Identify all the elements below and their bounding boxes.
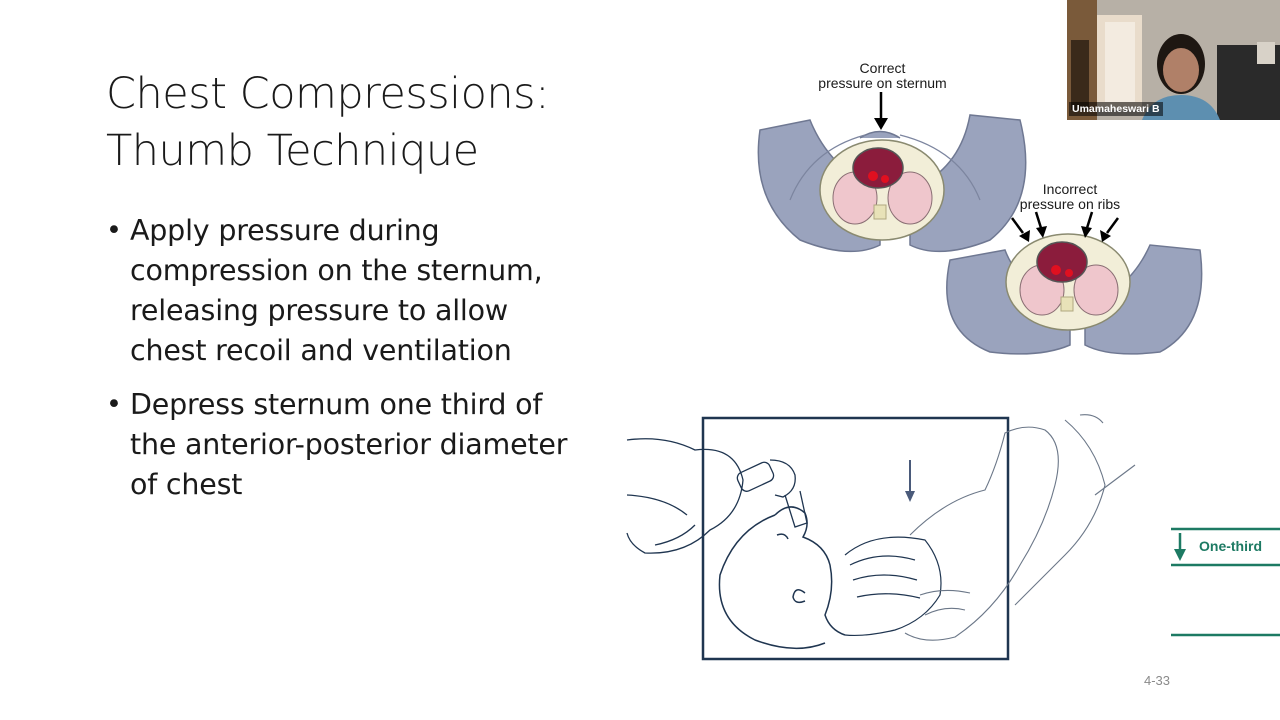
incorrect-pressure-arrows: [1010, 211, 1120, 242]
bullet-dot: •: [106, 215, 122, 246]
compression-arrow: [905, 460, 915, 502]
slide-title-line-1: Chest Compressions:: [106, 69, 550, 119]
bullet-dot: •: [106, 389, 122, 420]
infant-head-figure: [718, 506, 846, 650]
correct-caption-line-1: Correct: [859, 60, 906, 76]
incorrect-caption: Incorrect pressure on ribs: [1000, 182, 1140, 212]
incorrect-caption-line-1: Incorrect: [1042, 181, 1098, 197]
bullet-line: releasing pressure to allow: [130, 294, 509, 327]
thumb-technique-illustration: [757, 92, 1203, 355]
bullet-line: Depress sternum one third of: [130, 388, 543, 421]
slide-title: Chest Compressions: Thumb Technique: [106, 66, 666, 180]
depth-label: One-third: [1199, 538, 1262, 554]
page-number: 4-33: [1144, 673, 1171, 688]
slide-title-line-2: Thumb Technique: [106, 126, 479, 176]
bullet-list: • Apply pressure during compression on t…: [106, 211, 616, 519]
bullet-item: • Depress sternum one third of the anter…: [106, 385, 616, 505]
compressing-hands-figure: [904, 414, 1136, 641]
bullet-line: chest recoil and ventilation: [130, 334, 512, 367]
participant-video-feed: [1067, 0, 1280, 120]
correct-pressure-arrow: [874, 92, 888, 130]
correct-caption: Correct pressure on sternum: [800, 61, 965, 91]
participant-video-tile[interactable]: Umamaheswari B: [1067, 0, 1280, 120]
bullet-item: • Apply pressure during compression on t…: [106, 211, 616, 371]
correct-caption-line-2: pressure on sternum: [818, 75, 947, 91]
bullet-line: compression on the sternum,: [130, 254, 543, 287]
incorrect-caption-line-2: pressure on ribs: [1019, 196, 1121, 212]
bag-mask-figure: [626, 438, 808, 554]
bullet-line: of chest: [130, 468, 243, 501]
bullet-line: the anterior-posterior diameter: [130, 428, 568, 461]
figure-frame: [701, 416, 1010, 661]
depth-indicator: [1171, 527, 1280, 637]
bullet-line: Apply pressure during: [130, 214, 440, 247]
correct-hands-figure: [757, 114, 1027, 253]
participant-name: Umamaheswari B: [1069, 102, 1163, 116]
incorrect-hands-figure: [946, 233, 1203, 355]
infant-compression-illustration: [626, 414, 1136, 661]
infant-body-figure: [844, 536, 942, 637]
